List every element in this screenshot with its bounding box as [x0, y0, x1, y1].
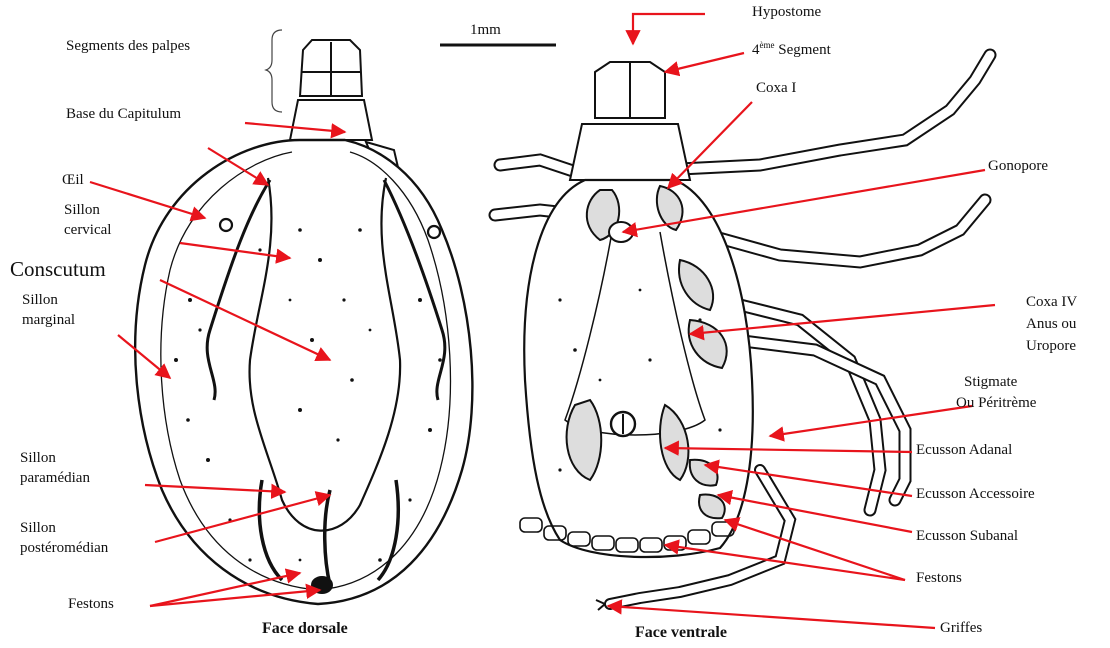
segment-word: Segment	[778, 42, 831, 58]
label-stigmate-2: Ou Péritrème	[956, 395, 1036, 412]
segment-superscript: ème	[760, 40, 775, 50]
label-marginal-2: marginal	[22, 312, 75, 329]
label-dorsal-festoons: Festons	[68, 596, 114, 613]
label-marginal-1: Sillon	[22, 292, 58, 309]
label-anus-1: Anus ou	[1026, 316, 1076, 333]
label-anus-2: Uropore	[1026, 338, 1076, 355]
label-subanal: Ecusson Subanal	[916, 528, 1018, 545]
palp-brace	[266, 30, 282, 112]
caption-dorsal: Face dorsale	[262, 620, 348, 638]
label-claws: Griffes	[940, 620, 982, 637]
label-coxa-1: Coxa I	[756, 80, 796, 97]
label-paramedian-1: Sillon	[20, 450, 56, 467]
label-adanal: Ecusson Adanal	[916, 442, 1012, 459]
label-ventral-festoons: Festons	[916, 570, 962, 587]
label-paramedian-2: paramédian	[20, 470, 90, 487]
label-palp-segments: Segments des palpes	[66, 38, 190, 55]
label-capitulum-base: Base du Capitulum	[66, 106, 181, 123]
segment-number: 4	[752, 42, 760, 58]
label-cervical-2: cervical	[64, 222, 111, 239]
label-stigmate-1: Stigmate	[964, 374, 1017, 391]
label-posteromedian-2: postéromédian	[20, 540, 108, 557]
scale-label: 1mm	[470, 22, 501, 39]
label-posteromedian-1: Sillon	[20, 520, 56, 537]
label-coxa-4: Coxa IV	[1026, 294, 1077, 311]
caption-ventral: Face ventrale	[635, 624, 727, 642]
label-conscutum: Conscutum	[10, 258, 106, 282]
label-4th-segment: 4ème Segment	[752, 42, 831, 59]
label-gonopore: Gonopore	[988, 158, 1048, 175]
dorsal-view	[135, 40, 472, 604]
leg-2	[690, 200, 985, 262]
label-hypostome: Hypostome	[752, 4, 821, 21]
label-accessory: Ecusson Accessoire	[916, 486, 1035, 503]
label-eye: Œil	[62, 172, 84, 189]
label-cervical-1: Sillon	[64, 202, 100, 219]
